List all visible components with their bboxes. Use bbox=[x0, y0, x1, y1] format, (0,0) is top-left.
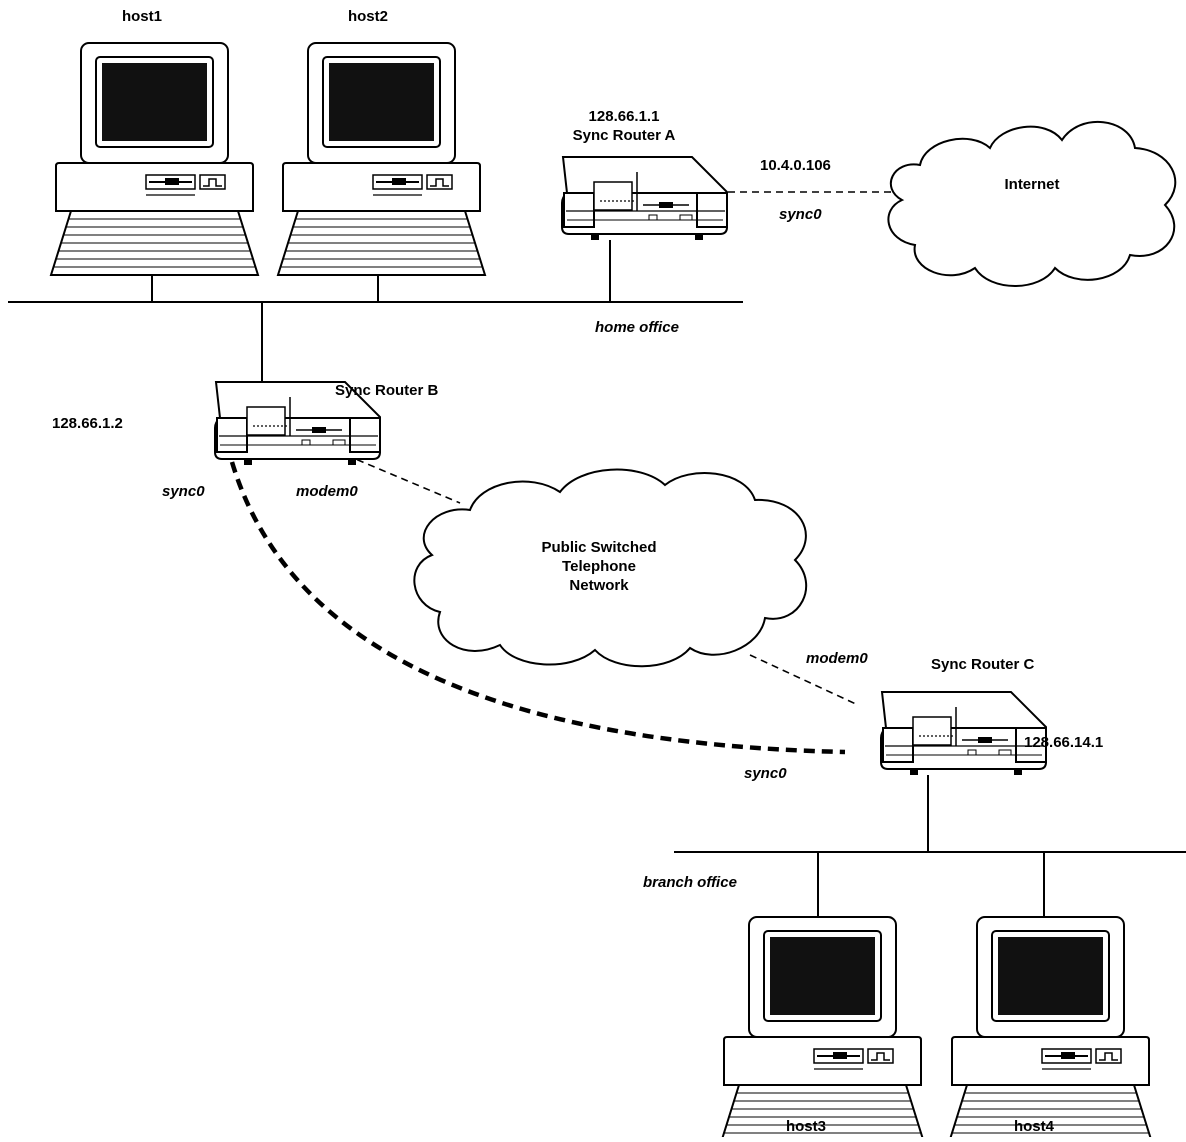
pstn-cloud bbox=[413, 468, 808, 668]
router-c-modem0-label: modem0 bbox=[806, 650, 868, 667]
host1-computer-icon bbox=[50, 42, 259, 276]
host3-label: host3 bbox=[786, 1118, 826, 1135]
router-a-ip: 128.66.1.1 bbox=[589, 108, 660, 125]
host2-label: host2 bbox=[348, 8, 388, 25]
router-b-sync0-label: sync0 bbox=[162, 483, 205, 500]
home-office-label: home office bbox=[595, 319, 679, 336]
pstn-label-line1: Public Switched bbox=[541, 539, 656, 556]
internet-label: Internet bbox=[1004, 176, 1059, 193]
router-b-modem0-label: modem0 bbox=[296, 483, 358, 500]
branch-office-label: branch office bbox=[643, 874, 737, 891]
router-a-name: Sync Router A bbox=[573, 127, 676, 144]
host4-label: host4 bbox=[1014, 1118, 1055, 1135]
sync-router-c-icon bbox=[880, 691, 1047, 776]
link-b-pstn bbox=[345, 454, 461, 504]
host4-computer-icon bbox=[946, 916, 1155, 1142]
host3-computer-icon bbox=[718, 916, 927, 1142]
link-pstn-c bbox=[749, 654, 859, 706]
router-a-sync0-label: sync0 bbox=[779, 206, 822, 223]
pstn-label-line3: Network bbox=[569, 577, 629, 594]
link-b-c-sync bbox=[229, 461, 846, 755]
router-c-name: Sync Router C bbox=[931, 656, 1035, 673]
pstn-label-line2: Telephone bbox=[562, 558, 636, 575]
host2-computer-icon bbox=[277, 42, 486, 276]
router-c-ip: 128.66.14.1 bbox=[1024, 734, 1103, 751]
router-a-wan-ip: 10.4.0.106 bbox=[760, 157, 831, 174]
router-b-ip: 128.66.1.2 bbox=[52, 415, 123, 432]
router-b-name: Sync Router B bbox=[335, 382, 439, 399]
internet-cloud bbox=[887, 120, 1177, 287]
router-c-sync0-label: sync0 bbox=[744, 765, 787, 782]
sync-router-a-icon bbox=[561, 156, 728, 241]
host1-label: host1 bbox=[122, 8, 162, 25]
